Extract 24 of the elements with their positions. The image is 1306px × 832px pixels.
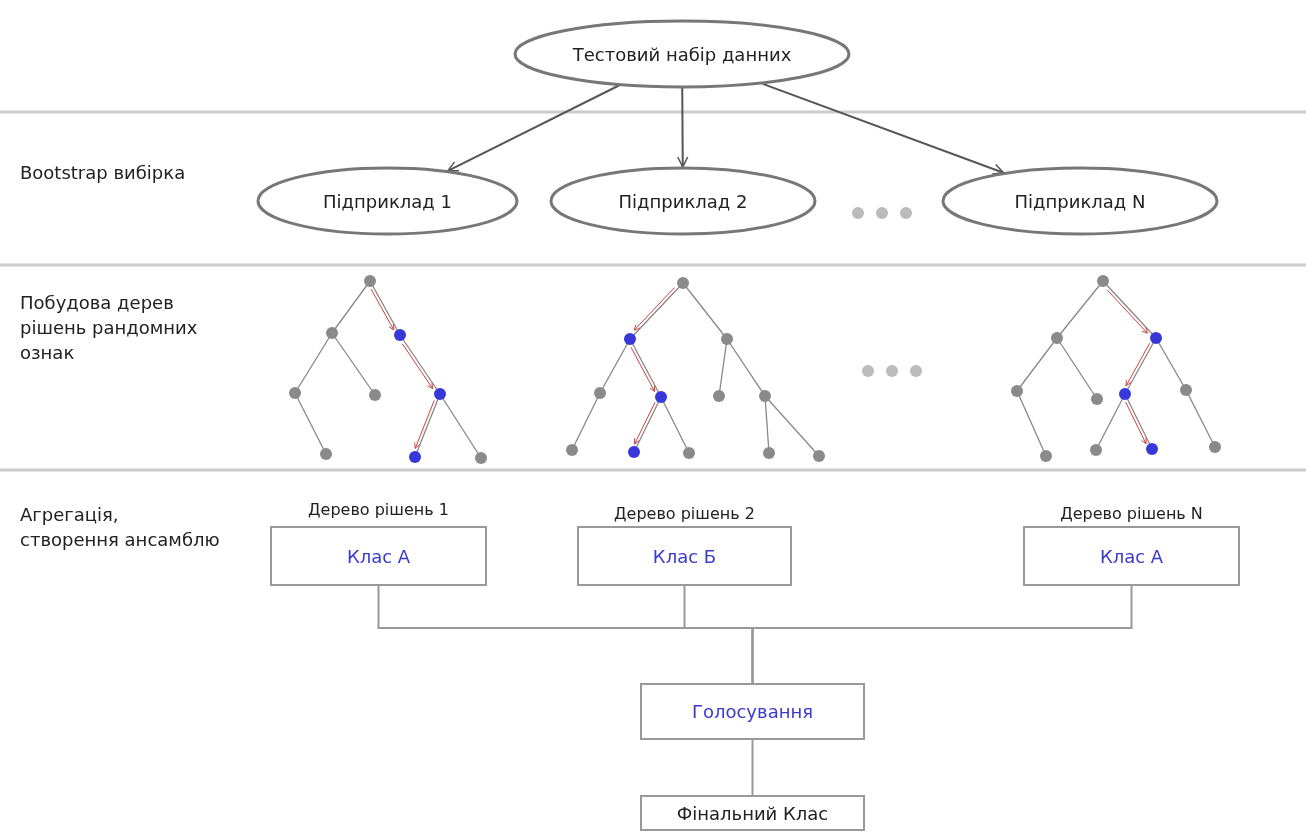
class-box: Клас А — [1023, 526, 1240, 586]
node-text: Підприклад 1 — [323, 190, 452, 212]
ellipse-node — [940, 165, 1220, 237]
ellipse-node — [512, 18, 852, 90]
node-text: Тестовий набір данних — [572, 43, 792, 65]
tree-caption: Дерево рішень N — [1059, 504, 1204, 523]
connector-line — [751, 739, 754, 796]
tree-caption: Дерево рішень 2 — [613, 504, 756, 523]
arrow — [676, 87, 689, 168]
connector-line — [751, 585, 1133, 684]
row-label: Побудова дерев рішень рандомних ознак — [20, 291, 199, 366]
node-text: Підприклад N — [1014, 190, 1146, 212]
class-box: Клас А — [270, 526, 487, 586]
arrow — [761, 82, 1005, 175]
tree-caption: Дерево рішень 1 — [307, 500, 450, 519]
process-box: Фінальний Клас — [640, 795, 865, 831]
row-label: Агрегація, створення ансамблю — [20, 503, 220, 553]
row-label: Bootstrap вибірка — [20, 161, 187, 185]
arrow — [446, 84, 620, 172]
ellipse-node — [548, 165, 818, 237]
ellipse-node — [255, 165, 520, 237]
node-text: Підприклад 2 — [618, 190, 748, 212]
class-box: Клас Б — [577, 526, 792, 586]
process-box: Голосування — [640, 683, 865, 740]
